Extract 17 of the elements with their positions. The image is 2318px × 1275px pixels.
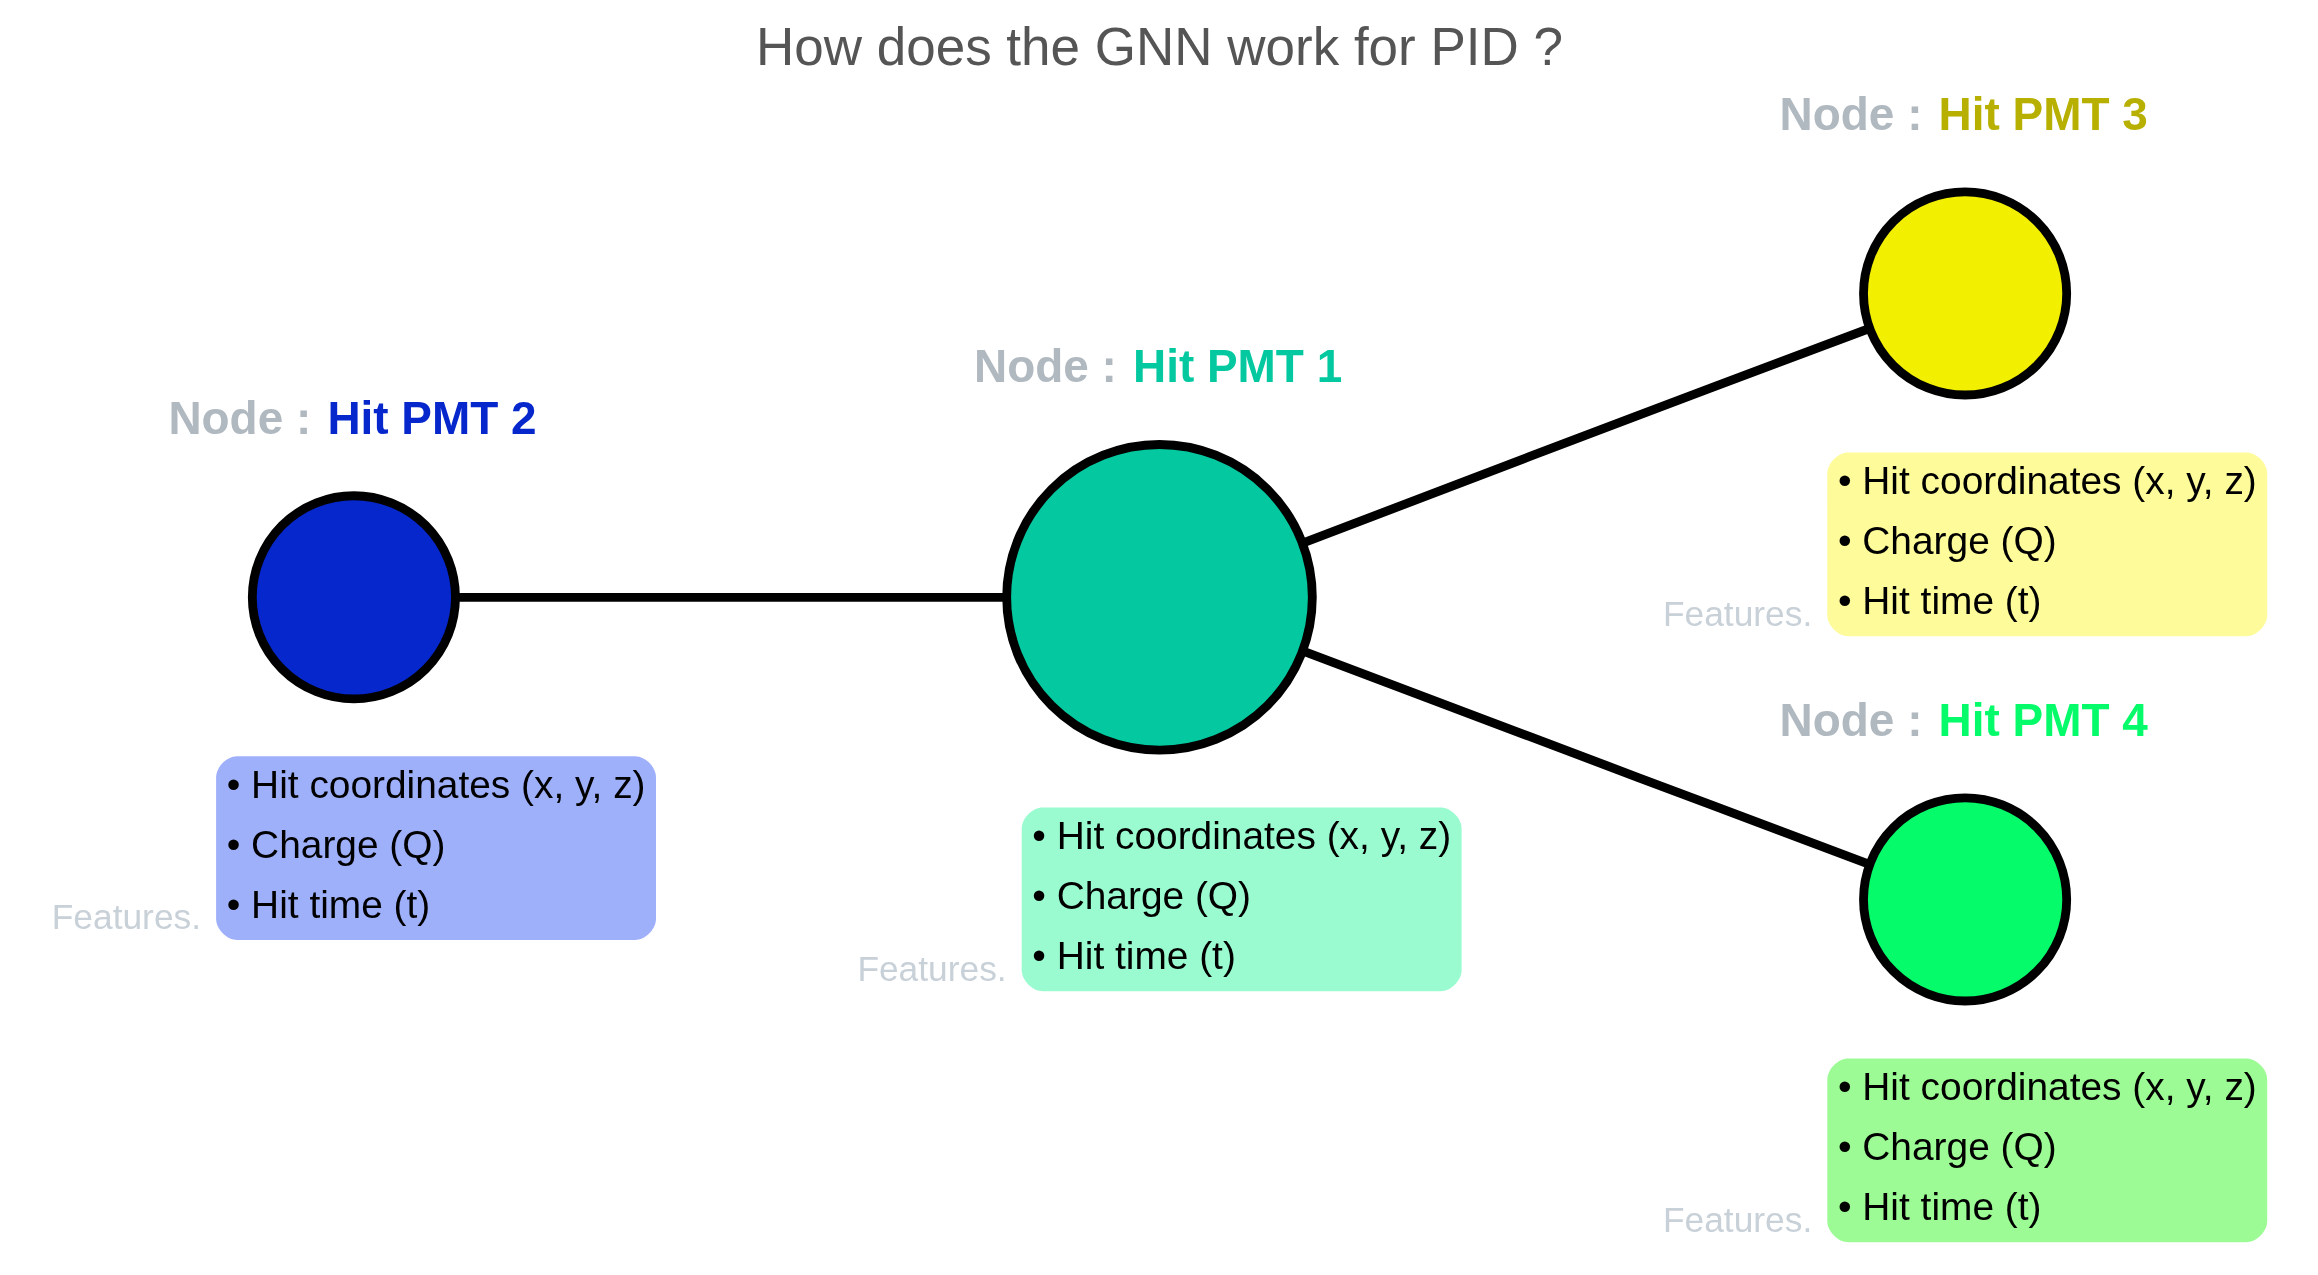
node-circle [1858, 187, 2071, 400]
node-label: Node : [167, 391, 311, 444]
node-box: • Hit coordinates (x, y, z) • Charge (Q) • Hit time (t) [1021, 807, 1462, 992]
diagram-title: How does the GNN work for PID ? [755, 16, 1563, 76]
node-label: Hit PMT 4 [1938, 693, 2148, 746]
node-box: • Hit coordinates (x, y, z) • Charge (Q) • Hit time (t) [215, 756, 656, 941]
node-circle [1001, 440, 1317, 755]
node-label: Hit PMT 3 [1938, 87, 2148, 140]
node-label: Hit PMT 2 [326, 391, 537, 444]
node-box: • Hit coordinates (x, y, z) • Charge (Q) • Hit time (t) [1826, 1058, 2267, 1243]
node-circle [1858, 793, 2071, 1006]
node-label: Hit PMT 1 [1132, 340, 1342, 393]
node-label: Node : [1779, 87, 1922, 140]
node-circle [247, 491, 460, 704]
node-label: Node : [973, 340, 1117, 393]
node-label: Node : [1779, 693, 1922, 746]
node-box: • Hit coordinates (x, y, z) • Charge (Q) • Hit time (t) [1826, 452, 2267, 637]
